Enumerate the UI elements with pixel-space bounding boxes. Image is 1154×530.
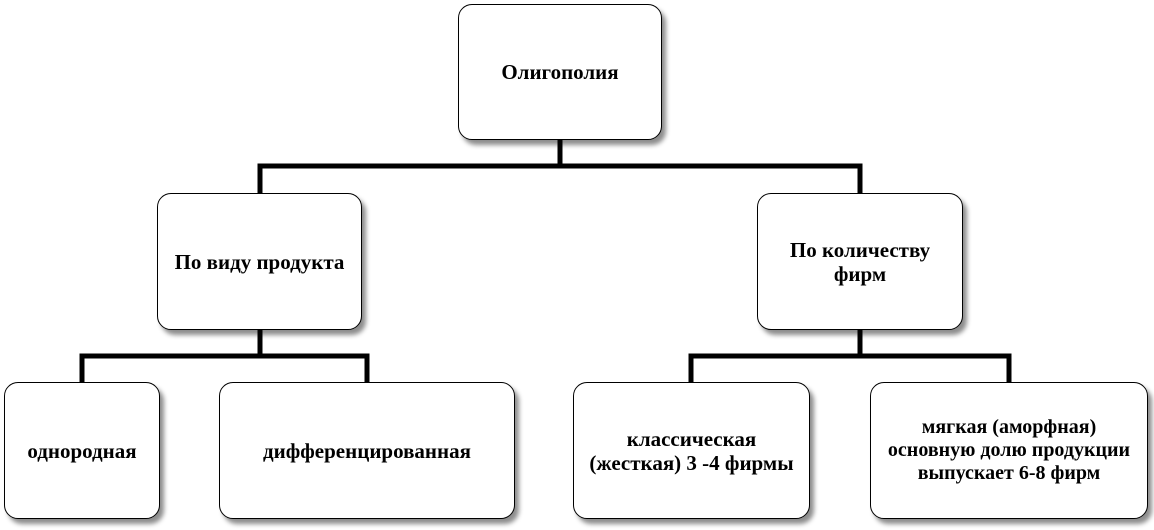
- node-oligopoly: Олигополия: [458, 4, 662, 140]
- node-soft-amorphous: мягкая (аморфная) основную долю продукци…: [870, 382, 1148, 519]
- node-by-firm-count-label: По количеству фирм: [789, 237, 931, 286]
- node-by-firm-count: По количеству фирм: [757, 193, 963, 330]
- node-homogeneous-label: однородная: [27, 438, 137, 463]
- node-by-product-type-label: По виду продукта: [174, 249, 345, 274]
- node-homogeneous: однородная: [4, 382, 160, 519]
- node-by-product-type: По виду продукта: [157, 193, 362, 330]
- node-classic-rigid: классическая (жесткая) 3 -4 фирмы: [573, 382, 810, 519]
- node-classic-rigid-label: классическая (жесткая) 3 -4 фирмы: [589, 426, 794, 475]
- node-oligopoly-label: Олигополия: [501, 60, 619, 84]
- node-differentiated-label: дифференцированная: [263, 438, 471, 463]
- node-soft-amorphous-label: мягкая (аморфная) основную долю продукци…: [887, 416, 1131, 484]
- node-differentiated: дифференцированная: [219, 382, 515, 519]
